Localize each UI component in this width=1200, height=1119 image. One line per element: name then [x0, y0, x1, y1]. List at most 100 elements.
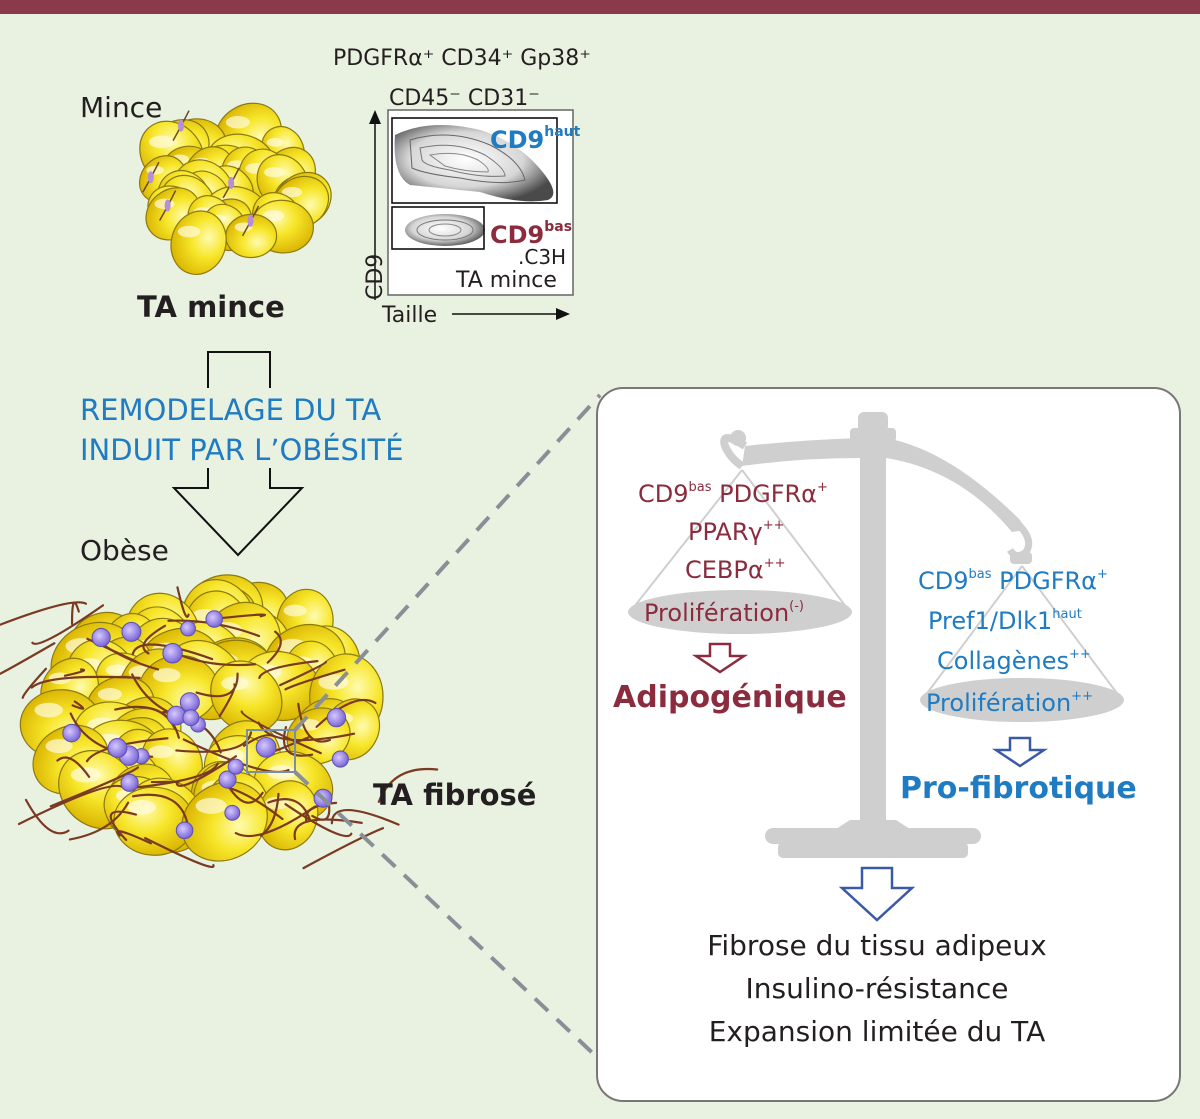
gate-cd9-high-label: CD9haut — [490, 124, 581, 154]
collagen-fiber — [63, 668, 86, 677]
collagen-fiber — [221, 613, 267, 620]
collagen-fiber — [0, 642, 56, 675]
progenitor-cell — [120, 773, 139, 792]
left-pan-line4: Prolifération(-) — [644, 599, 804, 627]
facs-y-arrowhead — [369, 110, 381, 124]
collagen-fiber — [315, 698, 377, 728]
left-pan-line2: PPARγ++ — [688, 518, 785, 546]
remodeling-line1: REMODELAGE DU TA — [80, 393, 381, 427]
consequence-1: Fibrose du tissu adipeux — [707, 929, 1046, 962]
collagen-fiber — [227, 785, 264, 804]
collagen-fiber — [68, 801, 130, 841]
stromal-cell — [228, 176, 235, 189]
facs-tissue-label: TA mince — [455, 268, 557, 293]
right-pan-line4: Prolifération++ — [926, 689, 1093, 717]
collagen-fiber — [126, 762, 219, 790]
collagen-fiber — [377, 767, 439, 804]
facs-y-axis-label: CD9 — [363, 254, 388, 300]
collagen-fiber — [284, 668, 346, 691]
obese-tissue-label: TA fibrosé — [373, 778, 536, 812]
collagen-fiber — [116, 830, 152, 845]
collagen-fiber — [131, 643, 214, 661]
progenitor-cell — [62, 723, 81, 743]
collagen-fiber — [330, 808, 400, 826]
collagen-fiber — [279, 660, 328, 687]
collagen-fiber — [142, 624, 167, 655]
collagen-fiber — [71, 700, 85, 710]
fibrotic-outcome: Pro-fibrotique — [900, 771, 1137, 806]
collagen-fiber — [114, 705, 180, 739]
obese-state-label: Obèse — [80, 534, 169, 567]
top-bar — [0, 0, 1200, 14]
consequence-list: Fibrose du tissu adipeux Insulino-résist… — [707, 929, 1046, 1048]
collagen-fiber — [150, 780, 180, 784]
collagen-fiber — [49, 766, 140, 808]
progenitor-cell — [326, 707, 347, 728]
consequence-arrow — [838, 866, 916, 922]
collagen-fiber — [109, 810, 138, 842]
left-pan-arrow — [691, 642, 749, 674]
collagen-fiber — [17, 784, 125, 826]
remodeling-line2: INDUIT PAR L’OBÉSITÉ — [80, 433, 404, 467]
stromal-cell — [247, 214, 254, 227]
left-pan-line3: CEBPα++ — [685, 556, 785, 584]
collagen-fiber — [56, 756, 91, 778]
gate-cd9-high — [391, 117, 558, 204]
gate-cd9-low — [391, 206, 485, 250]
remodeling-label-bg — [70, 388, 416, 468]
progenitor-cell — [218, 770, 237, 789]
collagen-fiber — [218, 683, 236, 718]
stromal-cell — [164, 199, 171, 212]
adipogenic-outcome: Adipogénique — [613, 680, 847, 715]
progenitor-cell — [180, 620, 196, 637]
collagen-fiber — [302, 827, 385, 870]
collagen-fiber — [31, 604, 105, 645]
progenitor-cell — [255, 736, 277, 758]
collagen-fiber — [275, 736, 310, 752]
facs-x-axis-label: Taille — [381, 303, 437, 328]
right-pan-line1: CD9bas PDGFRα+ — [918, 567, 1108, 595]
balance-panel — [596, 387, 1181, 1102]
consequence-2: Insulino-résistance — [746, 972, 1009, 1005]
zoom-line-top — [293, 393, 602, 732]
collagen-fiber — [176, 586, 190, 618]
lean-adipocyte-cluster — [138, 102, 332, 275]
facs-strain-label: .C3H — [518, 245, 566, 269]
right-pan-arrow — [991, 736, 1049, 768]
collagen-fiber — [240, 710, 322, 755]
facs-contour-high — [394, 125, 554, 202]
remodeling-arrow — [171, 351, 305, 557]
right-pan-line3: Collagènes++ — [937, 647, 1091, 675]
lean-state-label: Mince — [80, 91, 162, 124]
collagen-fiber — [282, 725, 314, 757]
progenitor-cell — [331, 750, 349, 768]
collagen-fiber — [267, 798, 311, 821]
stromal-cell — [147, 171, 154, 184]
collagen-fiber — [195, 672, 239, 698]
facs-marker-line1: PDGFRα⁺ CD34⁺ Gp38⁺ — [333, 46, 591, 71]
collagen-fiber — [258, 660, 319, 679]
progenitor-cell — [205, 610, 224, 628]
collagen-fiber — [175, 731, 253, 753]
scale-balance-icon — [628, 412, 1124, 858]
obese-adipocyte-cluster — [0, 574, 439, 870]
stromal-cell — [178, 119, 185, 132]
lean-tissue-label: TA mince — [137, 290, 285, 324]
facs-x-arrowhead — [556, 308, 570, 320]
collagen-fiber — [21, 667, 48, 699]
zoom-line-bottom — [293, 770, 602, 1062]
facs-marker-line2: CD45⁻ CD31⁻ — [389, 86, 540, 111]
left-pan-line1: CD9bas PDGFRα+ — [638, 480, 828, 508]
progenitor-cell — [162, 643, 183, 664]
right-pan-markers: CD9bas PDGFRα+ Pref1/Dlk1haut Collagènes… — [918, 567, 1108, 717]
progenitor-cell — [107, 738, 128, 758]
collagen-fiber — [70, 601, 80, 626]
zoom-region-box — [246, 729, 296, 773]
progenitor-cell — [182, 709, 200, 727]
collagen-fiber — [175, 755, 238, 787]
progenitor-cell — [121, 621, 142, 642]
collagen-fiber — [297, 702, 332, 743]
gate-cd9-low-label: CD9bas — [490, 219, 572, 249]
